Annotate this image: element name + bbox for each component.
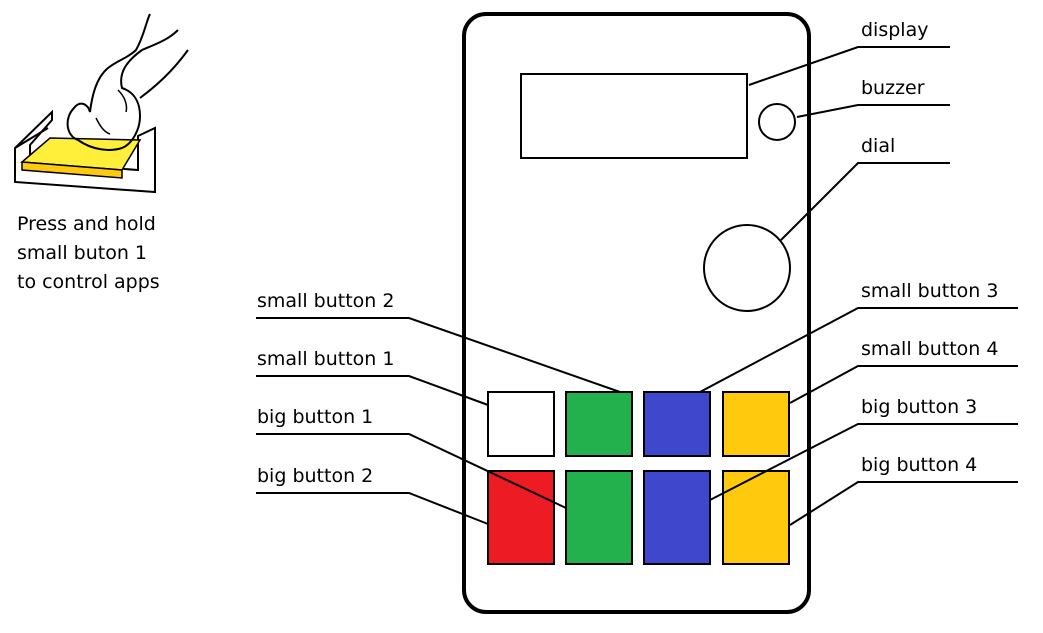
leader-small-button-3 bbox=[699, 307, 1018, 393]
caption-line-1: Press and hold bbox=[17, 213, 156, 235]
leader-big-button-4 bbox=[789, 481, 1018, 526]
leader-small-button-4 bbox=[789, 365, 1018, 404]
label-buzzer: buzzer bbox=[861, 77, 925, 99]
leader-buzzer bbox=[796, 104, 950, 118]
caption-line-3: to control apps bbox=[17, 271, 160, 293]
display-screen bbox=[520, 73, 748, 159]
label-small-button-1: small button 1 bbox=[257, 348, 394, 370]
label-small-button-4: small button 4 bbox=[861, 338, 998, 360]
big-button-4[interactable] bbox=[722, 470, 790, 565]
leader-small-button-2 bbox=[256, 317, 621, 393]
label-dial: dial bbox=[861, 135, 895, 157]
leader-display bbox=[748, 46, 950, 86]
label-display: display bbox=[861, 19, 928, 41]
device-body bbox=[462, 12, 811, 614]
label-small-button-2: small button 2 bbox=[257, 290, 394, 312]
big-button-2[interactable] bbox=[487, 470, 555, 565]
dial[interactable] bbox=[703, 224, 791, 312]
leader-small-button-1 bbox=[256, 375, 489, 406]
small-button-4[interactable] bbox=[722, 391, 790, 457]
leader-big-button-3 bbox=[709, 423, 1018, 501]
small-button-3[interactable] bbox=[643, 391, 711, 457]
leader-lines bbox=[256, 46, 1018, 526]
big-button-1[interactable] bbox=[565, 470, 633, 565]
big-button-3[interactable] bbox=[643, 470, 711, 565]
small-button-1[interactable] bbox=[487, 391, 555, 457]
label-small-button-3: small button 3 bbox=[861, 280, 998, 302]
caption-line-2: small buton 1 bbox=[17, 242, 147, 264]
buzzer bbox=[758, 103, 796, 141]
label-big-button-2: big button 2 bbox=[257, 465, 373, 487]
leader-dial bbox=[780, 162, 950, 241]
small-button-2[interactable] bbox=[565, 391, 633, 457]
label-big-button-4: big button 4 bbox=[861, 454, 977, 476]
leader-big-button-1 bbox=[256, 433, 567, 509]
finger-pressing-button-icon bbox=[14, 13, 189, 194]
leader-big-button-2 bbox=[256, 492, 489, 525]
label-big-button-1: big button 1 bbox=[257, 406, 373, 428]
label-big-button-3: big button 3 bbox=[861, 396, 977, 418]
